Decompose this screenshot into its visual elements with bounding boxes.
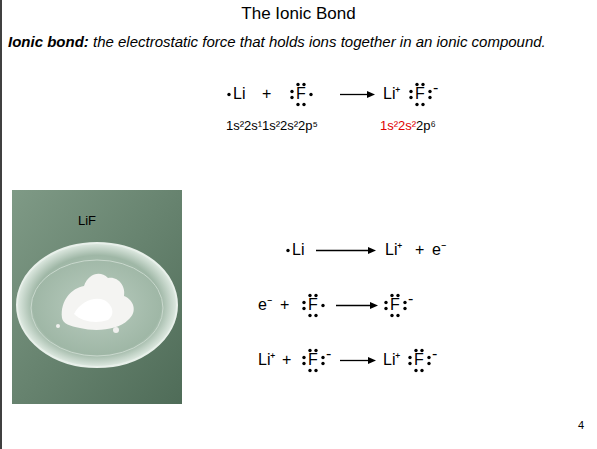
electron-dot — [408, 356, 411, 359]
formula-text: Li⁺ — [258, 352, 275, 368]
reaction-arrow — [340, 360, 370, 361]
arrow-head — [368, 357, 376, 364]
reaction-arrow — [336, 305, 372, 306]
electron-dot — [427, 362, 430, 365]
electron-dot — [396, 314, 399, 317]
term: Ionic bond: — [8, 33, 89, 50]
formula-text: Li⁺ — [383, 86, 400, 102]
electron-dot — [321, 304, 324, 307]
arrow-head — [367, 91, 375, 98]
formula-text: e⁻ — [432, 242, 446, 258]
reaction-arrow — [340, 94, 369, 95]
electron-dot — [403, 301, 406, 304]
formula-text: e⁻ — [258, 297, 272, 313]
formula-text: Li — [292, 242, 304, 258]
formula-text: - — [433, 80, 438, 96]
electron-dot — [384, 301, 387, 304]
electron-dot — [409, 96, 412, 99]
formula-text: Li⁺ — [383, 352, 400, 368]
electron-dot — [408, 362, 411, 365]
formula-text: - — [432, 346, 437, 362]
electron-dot — [421, 103, 424, 106]
formula-text: + — [282, 352, 291, 368]
electron-dot — [302, 307, 305, 310]
formula-text: 2p⁶ — [416, 119, 436, 132]
formula-text: + — [280, 297, 289, 313]
formula-text: 1s²2s² — [380, 119, 416, 132]
formula-text: Li — [233, 86, 245, 102]
formula-text: 1s²2s²2p⁵ — [262, 119, 318, 132]
slide-border — [0, 0, 2, 449]
formula-text: F — [308, 352, 318, 368]
formula-text: F — [390, 297, 400, 313]
formula-text: + — [262, 86, 271, 102]
reaction-arrows — [316, 91, 378, 364]
formula-text: F — [415, 86, 425, 102]
electron-dot — [314, 314, 317, 317]
electron-dot — [308, 314, 311, 317]
arrow-head — [370, 302, 378, 309]
electron-dot — [227, 93, 230, 96]
electron-dot — [302, 103, 305, 106]
formula-text: - — [408, 291, 413, 307]
electron-dot — [390, 314, 393, 317]
lif-photo — [12, 190, 182, 404]
electron-dot — [302, 356, 305, 359]
electron-dot — [414, 369, 417, 372]
formula-text: F — [414, 352, 424, 368]
electron-dot — [290, 96, 293, 99]
page-number: 4 — [578, 420, 584, 431]
formula-text: 1s²2s¹ — [226, 119, 262, 132]
electron-dot — [296, 103, 299, 106]
electron-dot — [321, 362, 324, 365]
definition-text: the electrostatic force that holds ions … — [93, 33, 546, 50]
electron-dot — [309, 93, 312, 96]
electron-dot — [409, 90, 412, 93]
photo-label: LiF — [78, 214, 96, 227]
electron-dot — [428, 96, 431, 99]
electron-dot — [286, 249, 289, 252]
electron-dot — [427, 356, 430, 359]
electron-dot — [290, 90, 293, 93]
electron-dot — [302, 362, 305, 365]
electron-dot — [321, 356, 324, 359]
formula-text: F — [308, 297, 318, 313]
formula-text: F — [296, 86, 306, 102]
electron-dot — [428, 90, 431, 93]
definition: Ionic bond: the electrostatic force that… — [8, 32, 586, 51]
electron-dot — [415, 103, 418, 106]
electron-dot — [308, 369, 311, 372]
electron-dot — [314, 369, 317, 372]
electron-dot — [403, 307, 406, 310]
electron-dot — [302, 301, 305, 304]
arrow-head — [368, 247, 376, 254]
reaction-arrow — [316, 250, 370, 251]
formula-text: - — [326, 346, 331, 362]
electron-dot — [384, 307, 387, 310]
electron-dot — [420, 369, 423, 372]
formula-text: + — [415, 242, 424, 258]
formula-text: Li⁺ — [385, 242, 402, 258]
slide-title: The Ionic Bond — [0, 5, 597, 24]
